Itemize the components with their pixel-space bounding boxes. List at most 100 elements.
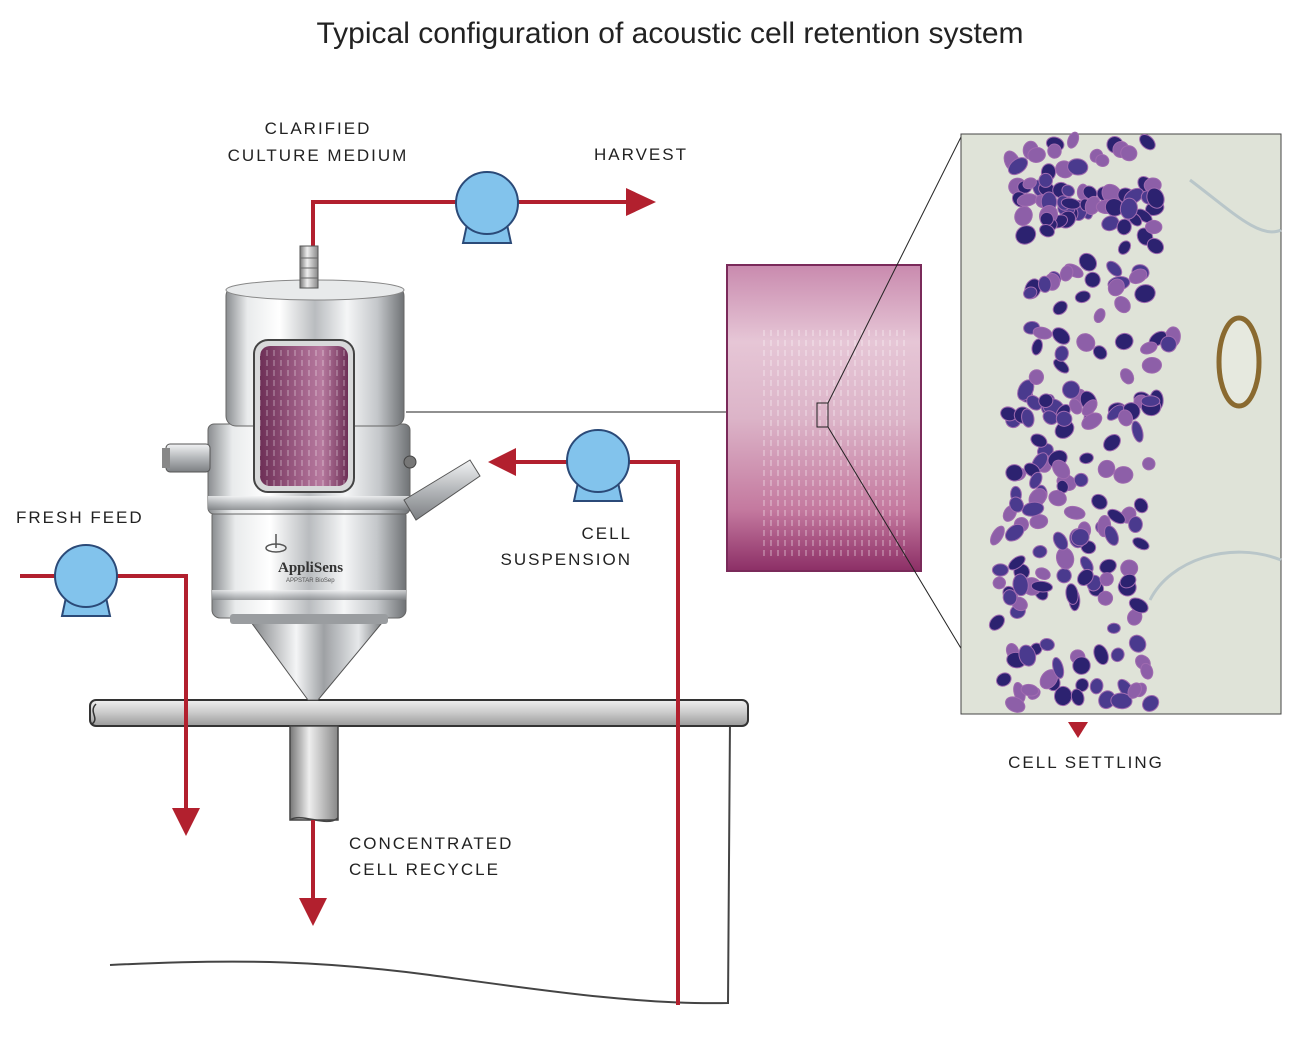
label-concentrated-line2: CELL RECYCLE — [349, 860, 500, 879]
cell — [1015, 225, 1037, 245]
cell — [1128, 597, 1149, 614]
cell — [1005, 696, 1026, 713]
cell — [1051, 327, 1071, 345]
cell — [1089, 678, 1104, 695]
cell — [1119, 573, 1137, 589]
cell — [1097, 590, 1114, 606]
cell — [1133, 497, 1149, 514]
cell — [1127, 682, 1142, 699]
cell — [1005, 464, 1024, 482]
cell — [1029, 471, 1043, 490]
cell — [1026, 394, 1043, 411]
cell — [1054, 345, 1069, 362]
arrow-icon — [172, 808, 200, 836]
cell — [1030, 580, 1053, 593]
cell — [1120, 368, 1135, 385]
cell — [1110, 692, 1133, 710]
cell — [1146, 237, 1165, 255]
cell — [1052, 656, 1065, 679]
cell — [1107, 622, 1121, 634]
cell — [1028, 369, 1045, 385]
cell — [1092, 345, 1108, 360]
cell — [1110, 647, 1125, 663]
cell — [1056, 567, 1072, 584]
cell — [992, 576, 1006, 590]
cell — [1131, 420, 1144, 443]
pump-icon — [566, 429, 630, 502]
cell — [1139, 133, 1156, 151]
cell — [1039, 638, 1055, 652]
cell — [1027, 147, 1046, 163]
cell — [1037, 275, 1052, 293]
arrow-icon — [299, 898, 327, 926]
harvest-pipe — [311, 200, 630, 252]
cell — [1042, 410, 1059, 425]
cell — [1035, 567, 1051, 580]
zoom-box — [816, 402, 829, 428]
cell — [1070, 688, 1085, 707]
cell — [996, 672, 1012, 687]
acoustic-separator-icon: AppliSens APPSTAR BioSep — [162, 245, 481, 701]
page-title: Typical configuration of acoustic cell r… — [316, 17, 1023, 50]
cell — [988, 614, 1005, 631]
cell — [1070, 528, 1090, 547]
label-cell-suspension-line2: SUSPENSION — [501, 550, 632, 569]
cell — [1104, 525, 1119, 546]
cell — [1038, 393, 1054, 408]
label-harvest: HARVEST — [594, 145, 688, 164]
cell — [1091, 493, 1108, 510]
cell — [1052, 459, 1071, 480]
cell — [1055, 410, 1073, 427]
label-clarified-line1: CLARIFIED — [265, 119, 372, 138]
cell — [1114, 296, 1131, 314]
cell — [1081, 412, 1103, 430]
cell — [1093, 644, 1109, 666]
cell — [1073, 472, 1089, 488]
chamber-sample-view — [726, 134, 963, 651]
cell — [1032, 545, 1048, 559]
cell — [1065, 583, 1079, 605]
cell — [991, 563, 1009, 577]
cell — [1141, 356, 1162, 374]
cell — [1145, 219, 1163, 235]
pump-icon — [455, 171, 519, 244]
label-clarified-line2: CULTURE MEDIUM — [228, 146, 409, 165]
cell — [1093, 308, 1106, 324]
cell — [1160, 335, 1177, 353]
cell — [1140, 341, 1158, 355]
cell — [1014, 206, 1033, 226]
cell — [1142, 457, 1156, 471]
label-cell-suspension-line1: CELL — [581, 524, 632, 543]
cell — [1021, 408, 1035, 428]
cell — [1118, 409, 1133, 427]
cell — [1059, 265, 1074, 282]
cell — [1047, 143, 1062, 159]
cell — [1074, 290, 1091, 304]
cell — [1012, 573, 1029, 597]
cell — [1053, 358, 1070, 374]
cell — [1132, 537, 1150, 551]
cell — [1022, 177, 1037, 190]
cell — [1140, 662, 1154, 680]
cell — [1030, 433, 1048, 448]
cell — [1081, 399, 1098, 417]
reactor-headplate — [89, 699, 749, 823]
cell — [1061, 380, 1081, 399]
cell — [1119, 197, 1138, 220]
cell — [1052, 300, 1068, 316]
cell — [1107, 508, 1126, 525]
cell — [1146, 187, 1165, 209]
cell — [1007, 157, 1029, 176]
cell — [1067, 158, 1089, 176]
cell — [990, 525, 1005, 546]
cell — [1128, 634, 1147, 653]
cell — [1020, 683, 1040, 697]
arrow-icon — [1068, 722, 1088, 738]
cell — [1078, 252, 1098, 272]
cell — [1008, 555, 1026, 571]
cell — [1079, 452, 1094, 465]
cell — [1117, 240, 1132, 255]
cell — [1056, 479, 1069, 494]
cell — [1009, 496, 1024, 513]
